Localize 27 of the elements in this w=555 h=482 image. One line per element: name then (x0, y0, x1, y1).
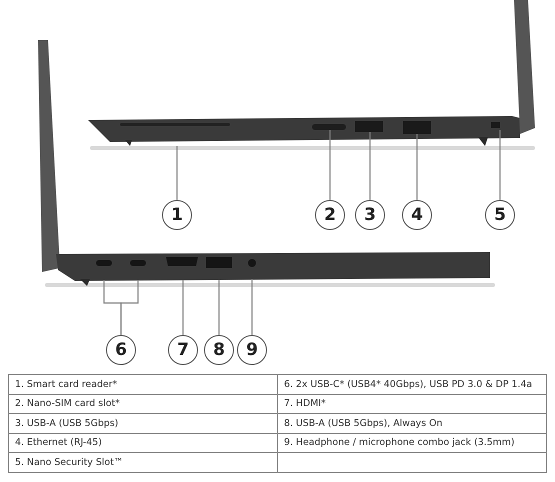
callout-number: 5 (485, 200, 515, 230)
table-cell: 2. Nano-SIM card slot* (8, 394, 278, 414)
callout-number: 4 (402, 200, 432, 230)
leader-line (251, 279, 253, 335)
callout-number: 9 (237, 335, 267, 365)
callout-number: 7 (168, 335, 198, 365)
callout-number: 6 (106, 335, 136, 365)
callout-number: 1 (162, 200, 192, 230)
callout-number: 3 (355, 200, 385, 230)
leader-line (416, 134, 418, 200)
leader-line (176, 146, 178, 200)
table-cell: 6. 2x USB-C* (USB4* 40Gbps), USB PD 3.0 & DP 1.4a (278, 374, 546, 394)
leader-line (218, 280, 220, 335)
leader-line (369, 132, 371, 200)
leader-line (329, 130, 331, 200)
callout-number: 8 (204, 335, 234, 365)
leader-line (499, 130, 501, 200)
table-cell: 7. HDMI* (278, 394, 546, 414)
table-cell: 3. USB-A (USB 5Gbps) (8, 414, 278, 433)
table-cell: 5. Nano Security Slot™ (8, 452, 278, 472)
leader-line (182, 280, 184, 335)
table-cell: 8. USB-A (USB 5Gbps), Always On (278, 414, 546, 433)
table-cell: 4. Ethernet (RJ-45) (8, 433, 278, 452)
callout-number: 2 (315, 200, 345, 230)
leader-line (120, 280, 139, 335)
table-cell: 1. Smart card reader* (8, 374, 278, 394)
table-cell: 9. Headphone / microphone combo jack (3.5mm) (278, 433, 546, 452)
